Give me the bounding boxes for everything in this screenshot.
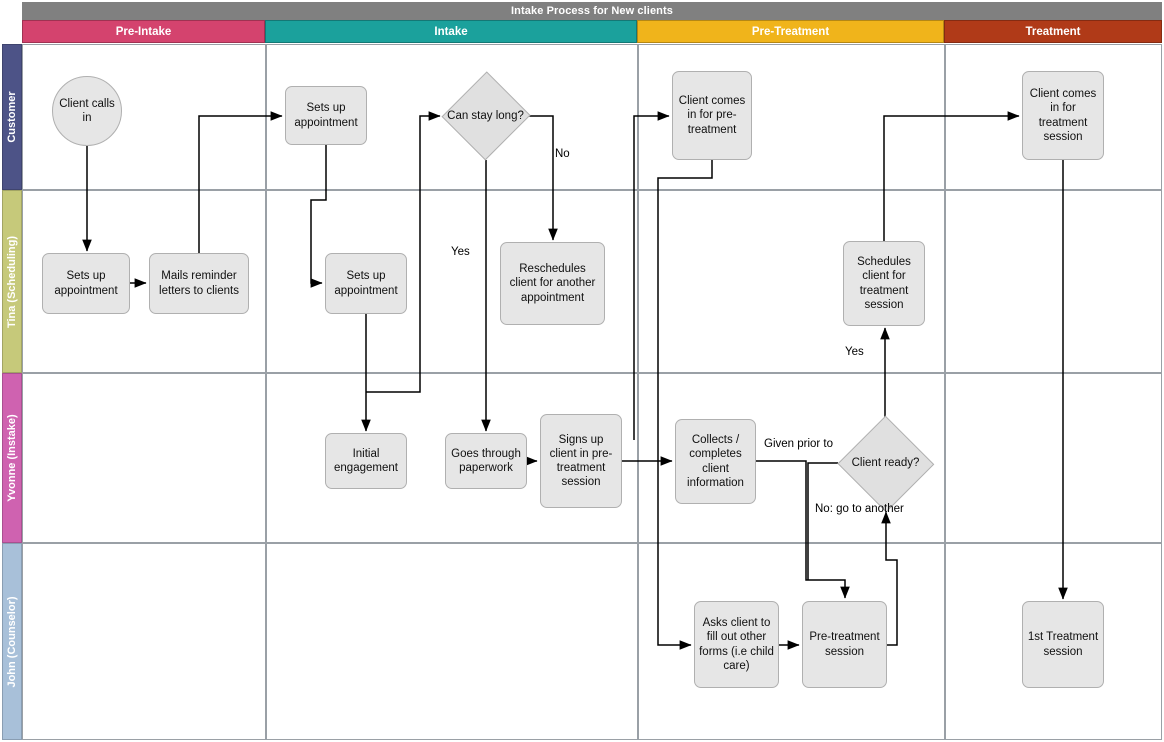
edge-label-label-no-go-to-another: No: go to another bbox=[815, 503, 904, 515]
lane-header-label: John (Counselor) bbox=[6, 595, 18, 688]
phase-header-pre-intake[interactable]: Pre-Intake bbox=[22, 20, 265, 43]
node-label: Client comes in for pre-treatment bbox=[678, 95, 746, 136]
phase-header-pre-treatment[interactable]: Pre-Treatment bbox=[637, 20, 944, 43]
diagram-title: Intake Process for New clients bbox=[22, 2, 1162, 20]
node-label: Signs up client in pre-treatment session bbox=[549, 433, 613, 489]
node-label: Asks client to fill out other forms (i.e… bbox=[699, 617, 774, 672]
edge-label-label-no: No bbox=[555, 148, 570, 160]
node-sets-up-appointment-customer[interactable]: Sets up appointment bbox=[285, 86, 367, 145]
node-label: Client calls in bbox=[59, 97, 115, 124]
node-label: Client comes in for treatment session bbox=[1029, 88, 1097, 143]
node-label: Can stay long? bbox=[447, 109, 524, 122]
node-label: Sets up appointment bbox=[54, 270, 118, 297]
node-asks-client-forms[interactable]: Asks client to fill out other forms (i.e… bbox=[694, 601, 779, 688]
edge-label-label-given-prior-to: Given prior to bbox=[764, 438, 834, 450]
node-client-calls-in[interactable]: Client calls in bbox=[52, 76, 122, 146]
node-goes-through-paperwork[interactable]: Goes through paperwork bbox=[445, 433, 527, 489]
lane-row-john bbox=[22, 543, 1162, 740]
lane-header-john[interactable]: John (Counselor) bbox=[2, 543, 22, 740]
node-initial-engagement[interactable]: Initial engagement bbox=[325, 433, 407, 489]
node-mails-reminder-letters[interactable]: Mails reminder letters to clients bbox=[149, 253, 249, 314]
node-label: Client ready? bbox=[851, 457, 920, 470]
node-first-treatment-session[interactable]: 1st Treatment session bbox=[1022, 601, 1104, 688]
node-sets-up-appointment-intake[interactable]: Sets up appointment bbox=[325, 253, 407, 314]
node-can-stay-long[interactable]: Can stay long? bbox=[440, 71, 531, 161]
node-signs-up-client[interactable]: Signs up client in pre-treatment session bbox=[540, 414, 622, 508]
lane-header-label: Customer bbox=[6, 91, 18, 143]
lane-header-tina[interactable]: Tina (Scheduling) bbox=[2, 190, 22, 373]
node-label: Sets up appointment bbox=[294, 102, 358, 129]
node-client-comes-treatment[interactable]: Client comes in for treatment session bbox=[1022, 71, 1104, 160]
node-schedules-client-treatment[interactable]: Schedules client for treatment session bbox=[843, 241, 925, 326]
node-label: Schedules client for treatment session bbox=[857, 256, 911, 311]
lane-header-label: Tina (Scheduling) bbox=[6, 235, 18, 328]
column-separator-pre-treatment bbox=[637, 44, 639, 740]
phase-header-intake[interactable]: Intake bbox=[265, 20, 637, 43]
node-label: Collects / completes client information bbox=[687, 434, 744, 489]
node-client-ready[interactable]: Client ready? bbox=[837, 415, 934, 512]
lane-row-customer bbox=[22, 44, 1162, 190]
lane-header-yvonne[interactable]: Yvonne (Instake) bbox=[2, 373, 22, 543]
node-label: Initial engagement bbox=[334, 447, 398, 474]
edge-label-label-yes-ready: Yes bbox=[845, 346, 864, 358]
node-collects-client-info[interactable]: Collects / completes client information bbox=[675, 419, 756, 504]
edge-label-label-yes-stay: Yes bbox=[451, 246, 470, 258]
node-label: Goes through paperwork bbox=[451, 447, 521, 474]
node-label: Pre-treatment session bbox=[809, 631, 880, 658]
phase-header-label: Pre-Intake bbox=[115, 25, 172, 38]
node-reschedules-client[interactable]: Reschedules client for another appointme… bbox=[500, 242, 605, 325]
phase-header-label: Pre-Treatment bbox=[751, 25, 830, 38]
node-label: Reschedules client for another appointme… bbox=[509, 263, 596, 304]
phase-header-label: Intake bbox=[434, 25, 468, 38]
node-label: Mails reminder letters to clients bbox=[159, 270, 239, 297]
phase-header-label: Treatment bbox=[1025, 25, 1081, 38]
node-label: Sets up appointment bbox=[334, 270, 398, 297]
column-separator-intake bbox=[265, 44, 267, 740]
node-pre-treatment-session[interactable]: Pre-treatment session bbox=[802, 601, 887, 688]
node-sets-up-appointment-tina[interactable]: Sets up appointment bbox=[42, 253, 130, 314]
phase-header-treatment[interactable]: Treatment bbox=[944, 20, 1162, 43]
column-separator-treatment bbox=[944, 44, 946, 740]
lane-header-customer[interactable]: Customer bbox=[2, 44, 22, 190]
node-client-comes-pre-treatment[interactable]: Client comes in for pre-treatment bbox=[672, 71, 752, 160]
lane-header-label: Yvonne (Instake) bbox=[6, 414, 18, 502]
node-label: 1st Treatment session bbox=[1027, 631, 1099, 658]
